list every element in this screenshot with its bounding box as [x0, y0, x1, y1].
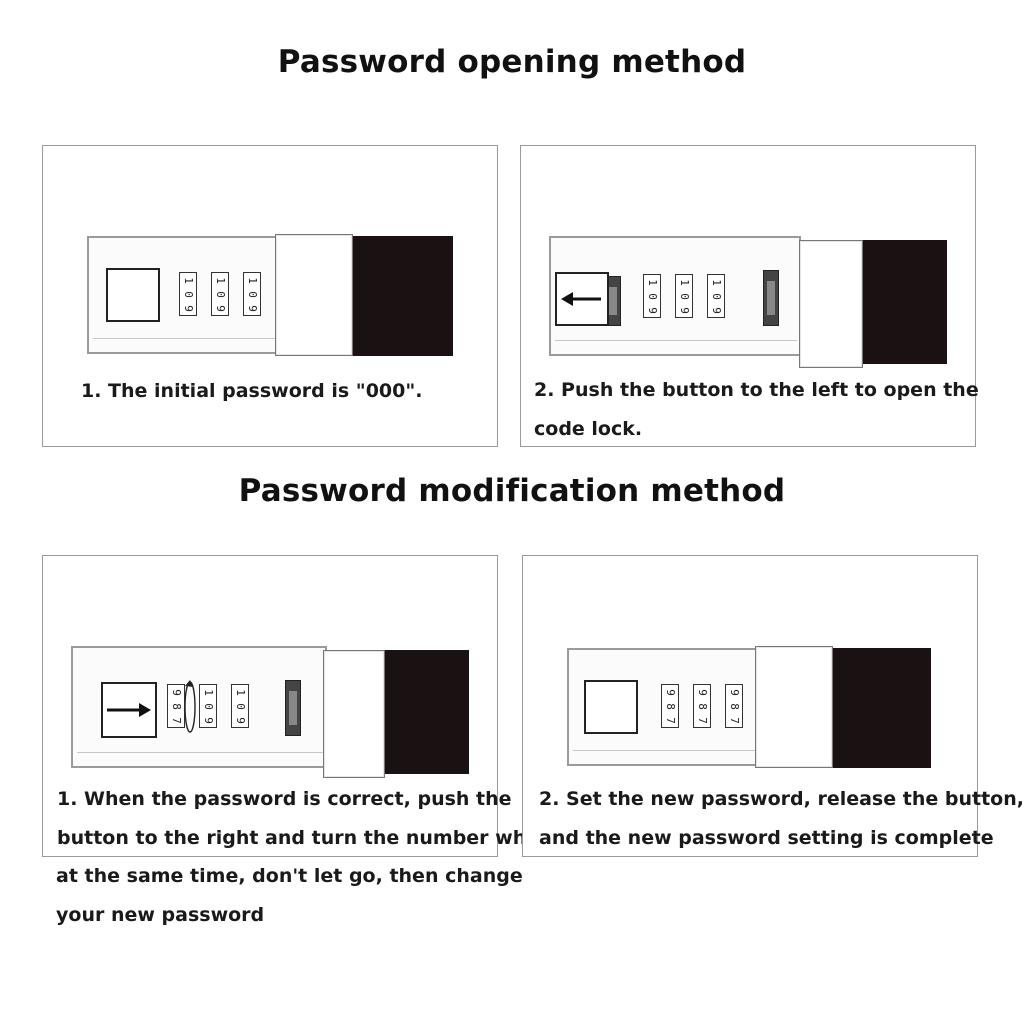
cover-slider: [799, 240, 863, 368]
lock-body-dark: [833, 648, 931, 768]
push-button: [106, 268, 160, 322]
caption-line: your new password: [56, 904, 265, 926]
caption-line: 1. When the password is correct, push th…: [57, 788, 512, 810]
push-button: [555, 272, 609, 326]
cover-slider: [275, 234, 353, 356]
cover-slider: [755, 646, 833, 768]
caption-line: 2. Set the new password, release the but…: [539, 788, 1024, 810]
lock-body-dark: [385, 650, 469, 774]
section-title-opening: Password opening method: [277, 44, 747, 80]
cover-slider: [323, 650, 385, 778]
rotate-icon: [184, 680, 196, 733]
arrow-left-icon: [561, 292, 601, 306]
lock-body-dark: [863, 240, 947, 364]
arrow-right-icon: [107, 703, 151, 717]
latch-bolt: [285, 680, 301, 736]
push-button: [101, 682, 157, 738]
caption-line: 1. The initial password is "000".: [81, 380, 423, 402]
caption-line: button to the right and turn the number …: [57, 827, 559, 849]
caption-line: and the new password setting is complete: [539, 827, 994, 849]
caption-line: at the same time, don't let go, then cha…: [56, 865, 523, 887]
section-title-modification: Password modification method: [238, 473, 786, 509]
latch-bolt: [763, 270, 779, 326]
caption-line: code lock.: [534, 418, 643, 440]
caption-line: 2. Push the button to the left to open t…: [534, 379, 979, 401]
lock-body-dark: [353, 236, 453, 356]
push-button: [584, 680, 638, 734]
